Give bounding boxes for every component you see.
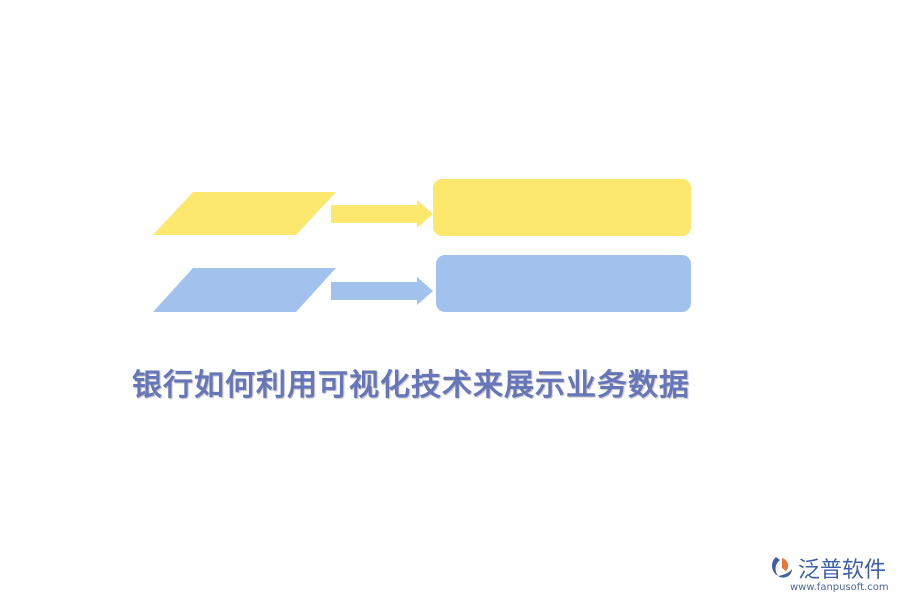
parallelogram-input-1: [153, 192, 336, 235]
result-box-1: [433, 179, 691, 236]
fanpu-logo-icon: [772, 557, 792, 578]
logo-text: 泛普软件: [798, 558, 887, 583]
logo-url: www.fanpusoft.com: [790, 582, 889, 593]
arrow-2: [331, 277, 433, 305]
page-title: 银行如何利用可视化技术来展示业务数据: [132, 368, 690, 403]
brand-logo: 泛普软件 www.fanpusoft.com: [768, 552, 893, 596]
arrow-1: [331, 200, 433, 228]
result-box-2: [436, 255, 691, 312]
parallelogram-input-2: [153, 268, 336, 312]
